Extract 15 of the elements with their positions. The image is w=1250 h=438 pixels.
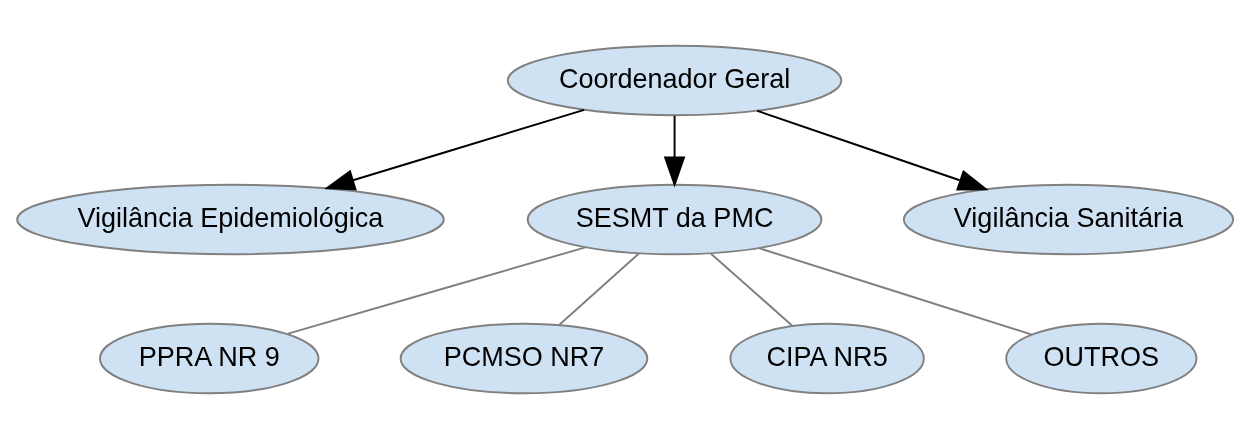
node-ellipse: Coordenador Geral	[506, 44, 843, 116]
connector	[286, 245, 587, 335]
node-ellipse: OUTROS	[1005, 322, 1198, 394]
arrow	[663, 114, 686, 187]
node-ellipse: Vigilância Sanitária	[902, 183, 1235, 255]
node-ellipse: CIPA NR5	[729, 322, 925, 394]
connector	[757, 246, 1033, 336]
connector	[558, 252, 640, 326]
arrow	[756, 109, 989, 190]
arrow	[324, 108, 586, 190]
node-ellipse: SESMT da PMC	[526, 183, 823, 255]
node-ellipse: Vigilância Epidemiológica	[16, 183, 445, 255]
node-ellipse: PCMSO NR7	[399, 322, 649, 394]
connector	[709, 252, 794, 327]
node-ellipse: PPRA NR 9	[99, 322, 320, 394]
